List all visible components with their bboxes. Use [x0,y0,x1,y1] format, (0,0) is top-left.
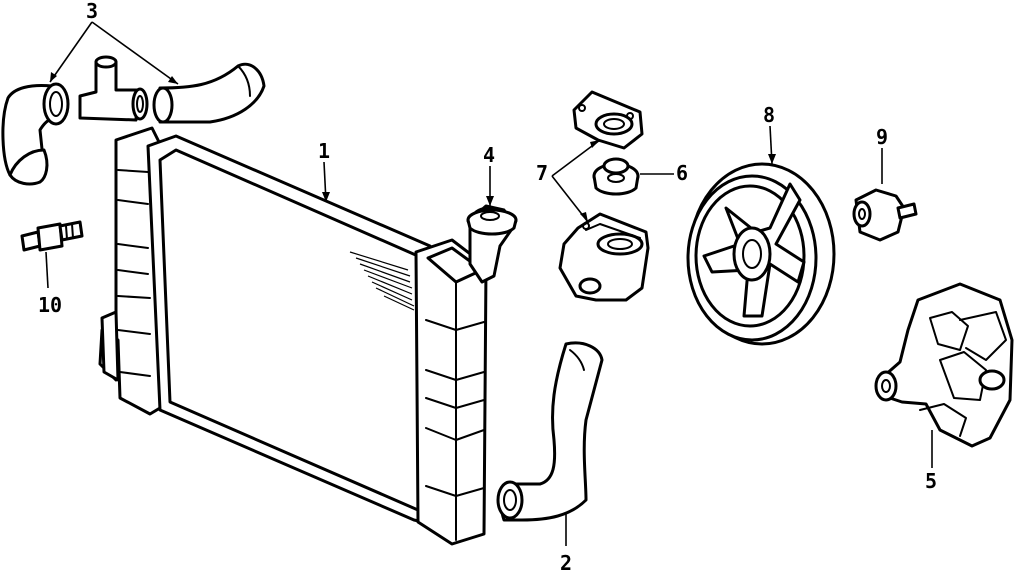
callout-6: 6 [676,161,688,185]
lower-radiator-hose[interactable] [496,341,604,546]
heater-tee-fitting[interactable] [78,55,149,122]
callout-9: 9 [876,125,888,149]
thermostat-housing-upper[interactable] [572,90,644,150]
callout-5: 5 [925,469,937,493]
temperature-sensor[interactable] [852,148,918,242]
callout-1: 1 [318,139,330,163]
upper-hose-elbow[interactable] [1,82,70,186]
fan-clutch-pulley[interactable] [686,125,836,346]
lower-hose-curved[interactable] [152,62,266,124]
callout-7: 7 [536,161,548,185]
drain-petcock[interactable] [20,220,84,289]
callout-2: 2 [560,551,572,574]
radiator[interactable] [98,126,516,546]
callout-4: 4 [483,143,495,167]
thermostat-housing-lower[interactable] [558,212,650,302]
thermostat[interactable] [592,157,674,196]
callout-8: 8 [763,103,775,127]
radiator-cap[interactable] [466,166,518,236]
callout-7-leaders [551,139,601,223]
callout-3-leaders [49,21,179,85]
callout-10: 10 [38,293,62,317]
callout-labels: 1 2 3 4 5 6 7 8 9 10 [38,0,937,574]
water-pump[interactable] [874,282,1014,468]
callout-3: 3 [86,0,98,23]
